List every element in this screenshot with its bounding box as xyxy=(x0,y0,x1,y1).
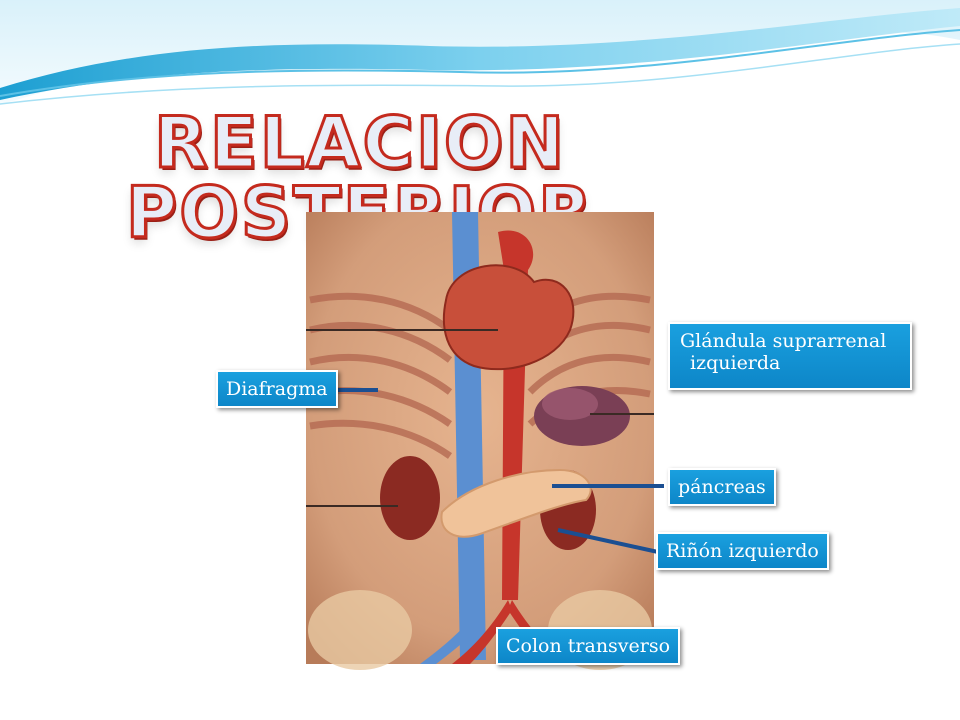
label-pancreas: páncreas xyxy=(668,468,776,506)
label-suprarrenal-line1: Glándula suprarrenal xyxy=(680,330,887,352)
label-glandula-suprarrenal: Glándula suprarrenal izquierda xyxy=(668,322,912,390)
label-suprarrenal-line2: izquierda xyxy=(690,352,781,374)
label-colon-transverso: Colon transverso xyxy=(496,627,681,665)
pointer-rinon xyxy=(557,528,659,554)
label-diafragma: Diafragma xyxy=(216,370,338,408)
label-rinon-izquierdo: Riñón izquierdo xyxy=(656,532,829,570)
